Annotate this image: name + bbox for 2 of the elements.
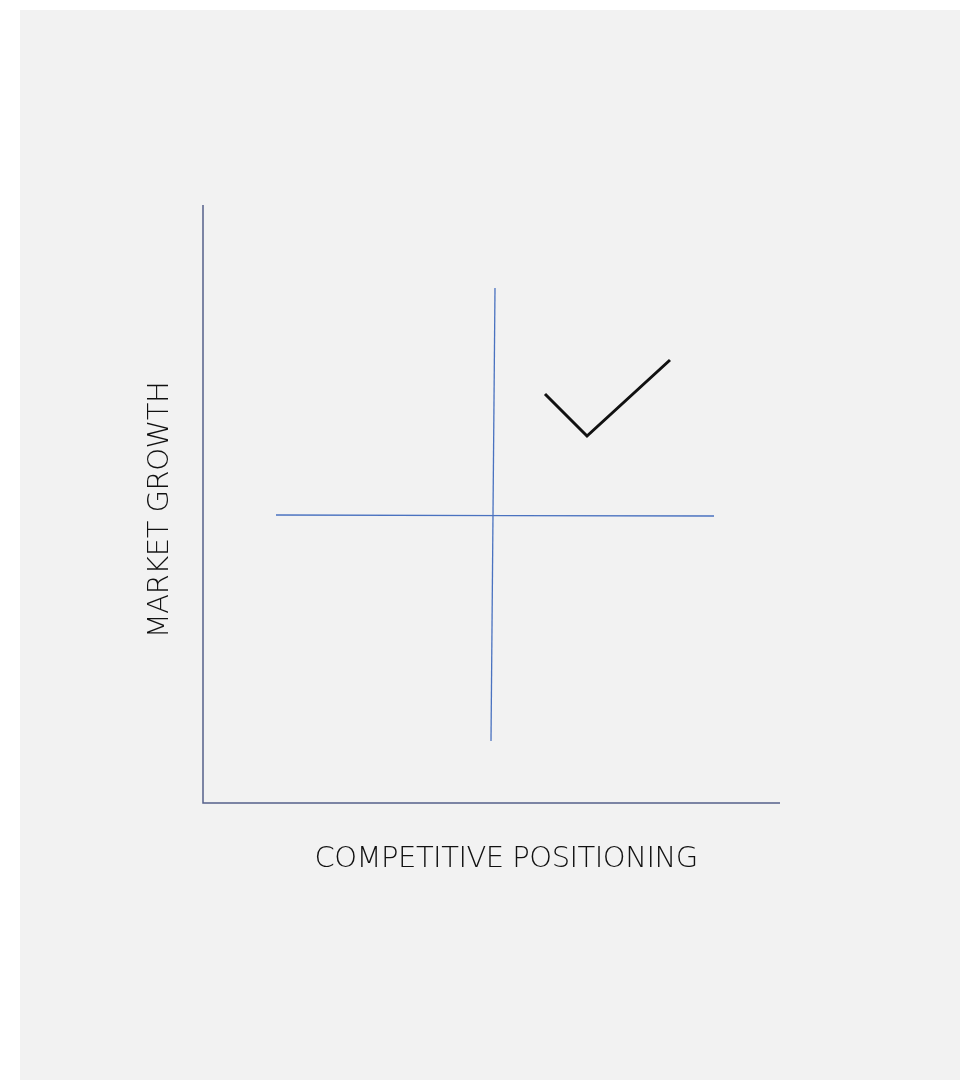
axis-label: MARKET GROWTH	[141, 381, 176, 639]
axis-label: COMPETITIVE POSITIONING	[314, 840, 698, 874]
